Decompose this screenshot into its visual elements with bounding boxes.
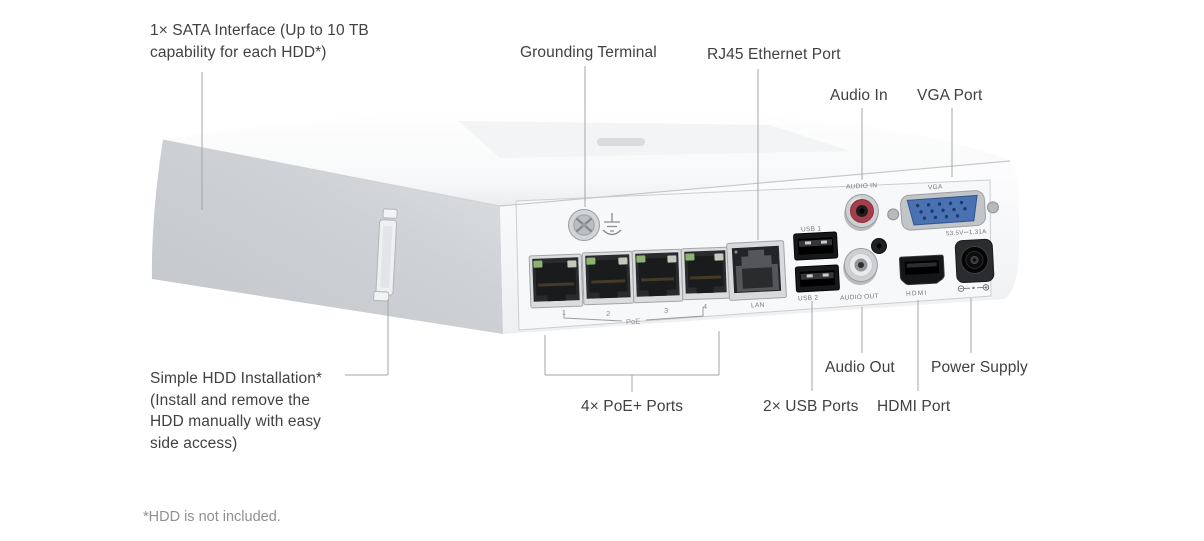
top-recess: [458, 121, 850, 158]
top-logo: [597, 138, 645, 146]
hdmi-panel-label: HDMI: [906, 290, 928, 298]
nvr-device: 1 2 3 4 PoE LAN USB 1 USB 2: [151, 107, 1019, 334]
audio-in-connector: [844, 194, 879, 232]
poe-port-3: [631, 248, 684, 304]
poe-leader-bracket: [544, 331, 720, 392]
poe-port-number-4: 4: [703, 302, 707, 311]
poe-port-number-3: 3: [664, 306, 668, 315]
reset-knob-center: [876, 243, 882, 249]
poe-port-number-2: 2: [606, 309, 610, 318]
leader-lines: [201, 66, 972, 392]
callout-poe-ports: 4× PoE+ Ports: [581, 398, 684, 415]
poe-bracket: [563, 307, 704, 322]
lan-label: LAN: [751, 302, 765, 310]
callout-audio-out: Audio Out: [825, 359, 895, 376]
callout-hdd-installation: Simple HDD Installation* (Install and re…: [150, 370, 323, 452]
poe-port-2: [581, 250, 635, 306]
vga-connector: [887, 190, 999, 231]
hdmi-connector: [899, 254, 945, 286]
hdd-slot: [373, 208, 398, 302]
usb2-label: USB 2: [798, 294, 819, 302]
poe-port-4: [680, 246, 731, 301]
callout-sata: 1× SATA Interface (Up to 10 TB capabilit…: [150, 22, 369, 61]
callout-power-supply: Power Supply: [931, 359, 1028, 376]
audio-in-panel-label: AUDIO IN: [846, 182, 878, 191]
power-jack: [954, 238, 995, 284]
callout-vga-port: VGA Port: [917, 87, 983, 104]
hdd-leader: [345, 299, 389, 376]
vga-panel-label: VGA: [928, 183, 943, 191]
audio-out-connector: [843, 248, 878, 286]
power-rating-label: 53.5V⎓1.31A: [946, 228, 987, 237]
callout-audio-in: Audio In: [830, 87, 888, 104]
poe-port-1: [528, 253, 584, 309]
earth-ground-icon: [602, 213, 622, 236]
polarity-icon: [957, 284, 990, 292]
poe-bracket-label: PoE: [626, 317, 641, 327]
grounding-terminal: [568, 209, 600, 241]
callout-usb-ports: 2× USB Ports: [763, 398, 859, 415]
usb1-label: USB 1: [801, 225, 822, 233]
top-left-crease: [162, 139, 501, 207]
lan-port: [726, 240, 787, 301]
callout-grounding-terminal: Grounding Terminal: [520, 44, 657, 61]
hdd-footnote: *HDD is not included.: [143, 509, 281, 525]
device-left-face: [151, 140, 504, 334]
audio-out-panel-label: AUDIO OUT: [840, 293, 879, 302]
callout-rj45-ethernet: RJ45 Ethernet Port: [707, 46, 841, 63]
usb-ports: [793, 231, 840, 293]
callout-hdmi-port: HDMI Port: [877, 398, 951, 415]
